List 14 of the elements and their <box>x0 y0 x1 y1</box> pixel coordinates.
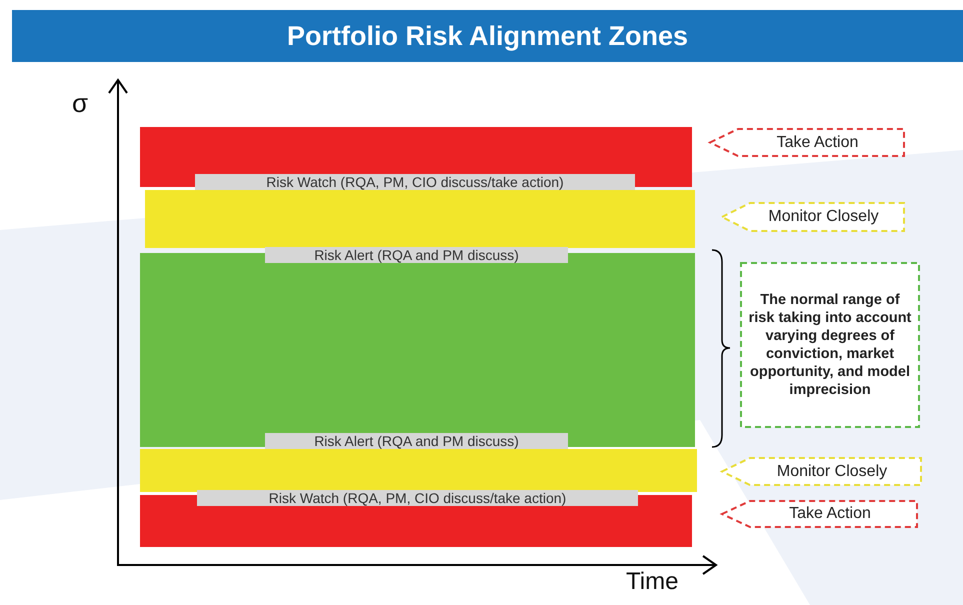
callout-label: Take Action <box>722 500 918 528</box>
zone-threshold-label: Risk Watch (RQA, PM, CIO discuss/take action) <box>195 174 635 190</box>
zone-threshold-label: Risk Alert (RQA and PM discuss) <box>265 433 568 449</box>
callout-label: Monitor Closely <box>722 202 905 232</box>
title-banner: Portfolio Risk Alignment Zones <box>12 10 963 62</box>
risk-zone-band <box>145 190 695 248</box>
zone-threshold-label: Risk Watch (RQA, PM, CIO discuss/take action) <box>197 490 638 506</box>
zone-threshold-label: Risk Alert (RQA and PM discuss) <box>265 247 568 263</box>
axis-label: Time <box>626 568 678 596</box>
axis-label: σ <box>72 88 88 119</box>
risk-zone-band <box>140 449 697 492</box>
callout-label: Take Action <box>710 128 905 157</box>
note-box: The normal range of risk taking into account varying degrees of conviction, market opportunity, and model imprecision <box>740 262 920 428</box>
callout-label: Monitor Closely <box>722 457 922 486</box>
